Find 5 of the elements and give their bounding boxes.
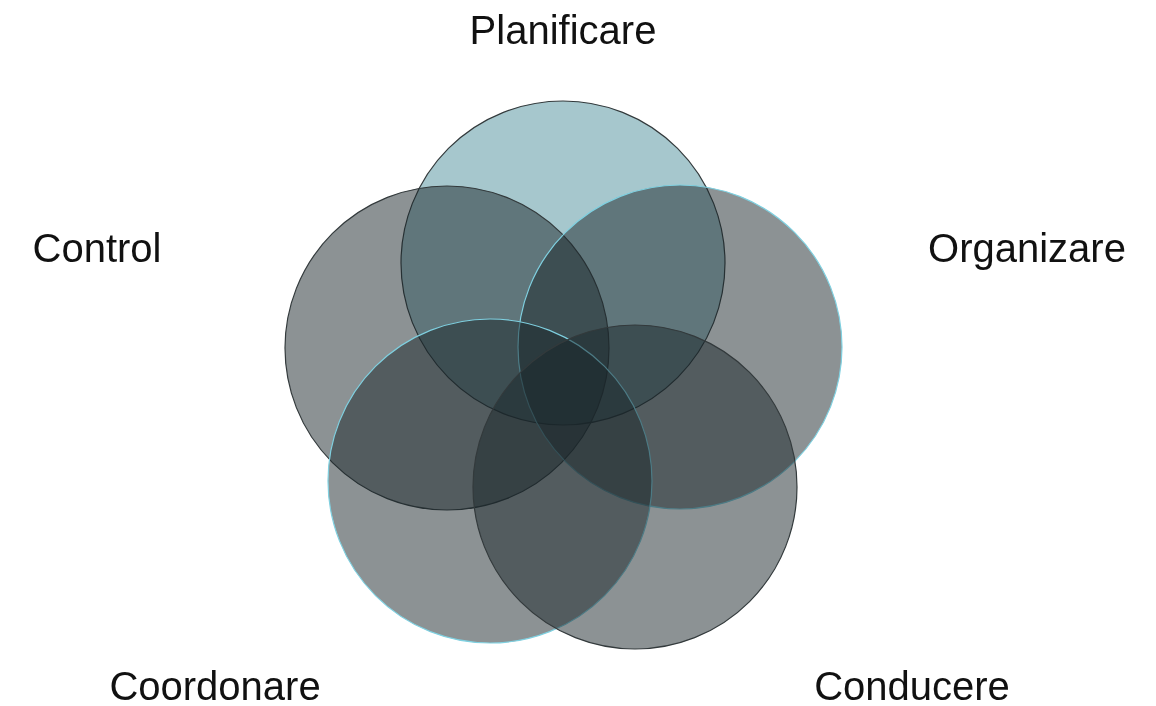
circle-label: Conducere	[814, 663, 1010, 706]
circle-label: Organizare	[928, 225, 1126, 272]
circle-label: Coordonare	[109, 663, 321, 706]
circle-label: Planificare	[469, 7, 657, 54]
circle-label: Control	[32, 225, 162, 272]
